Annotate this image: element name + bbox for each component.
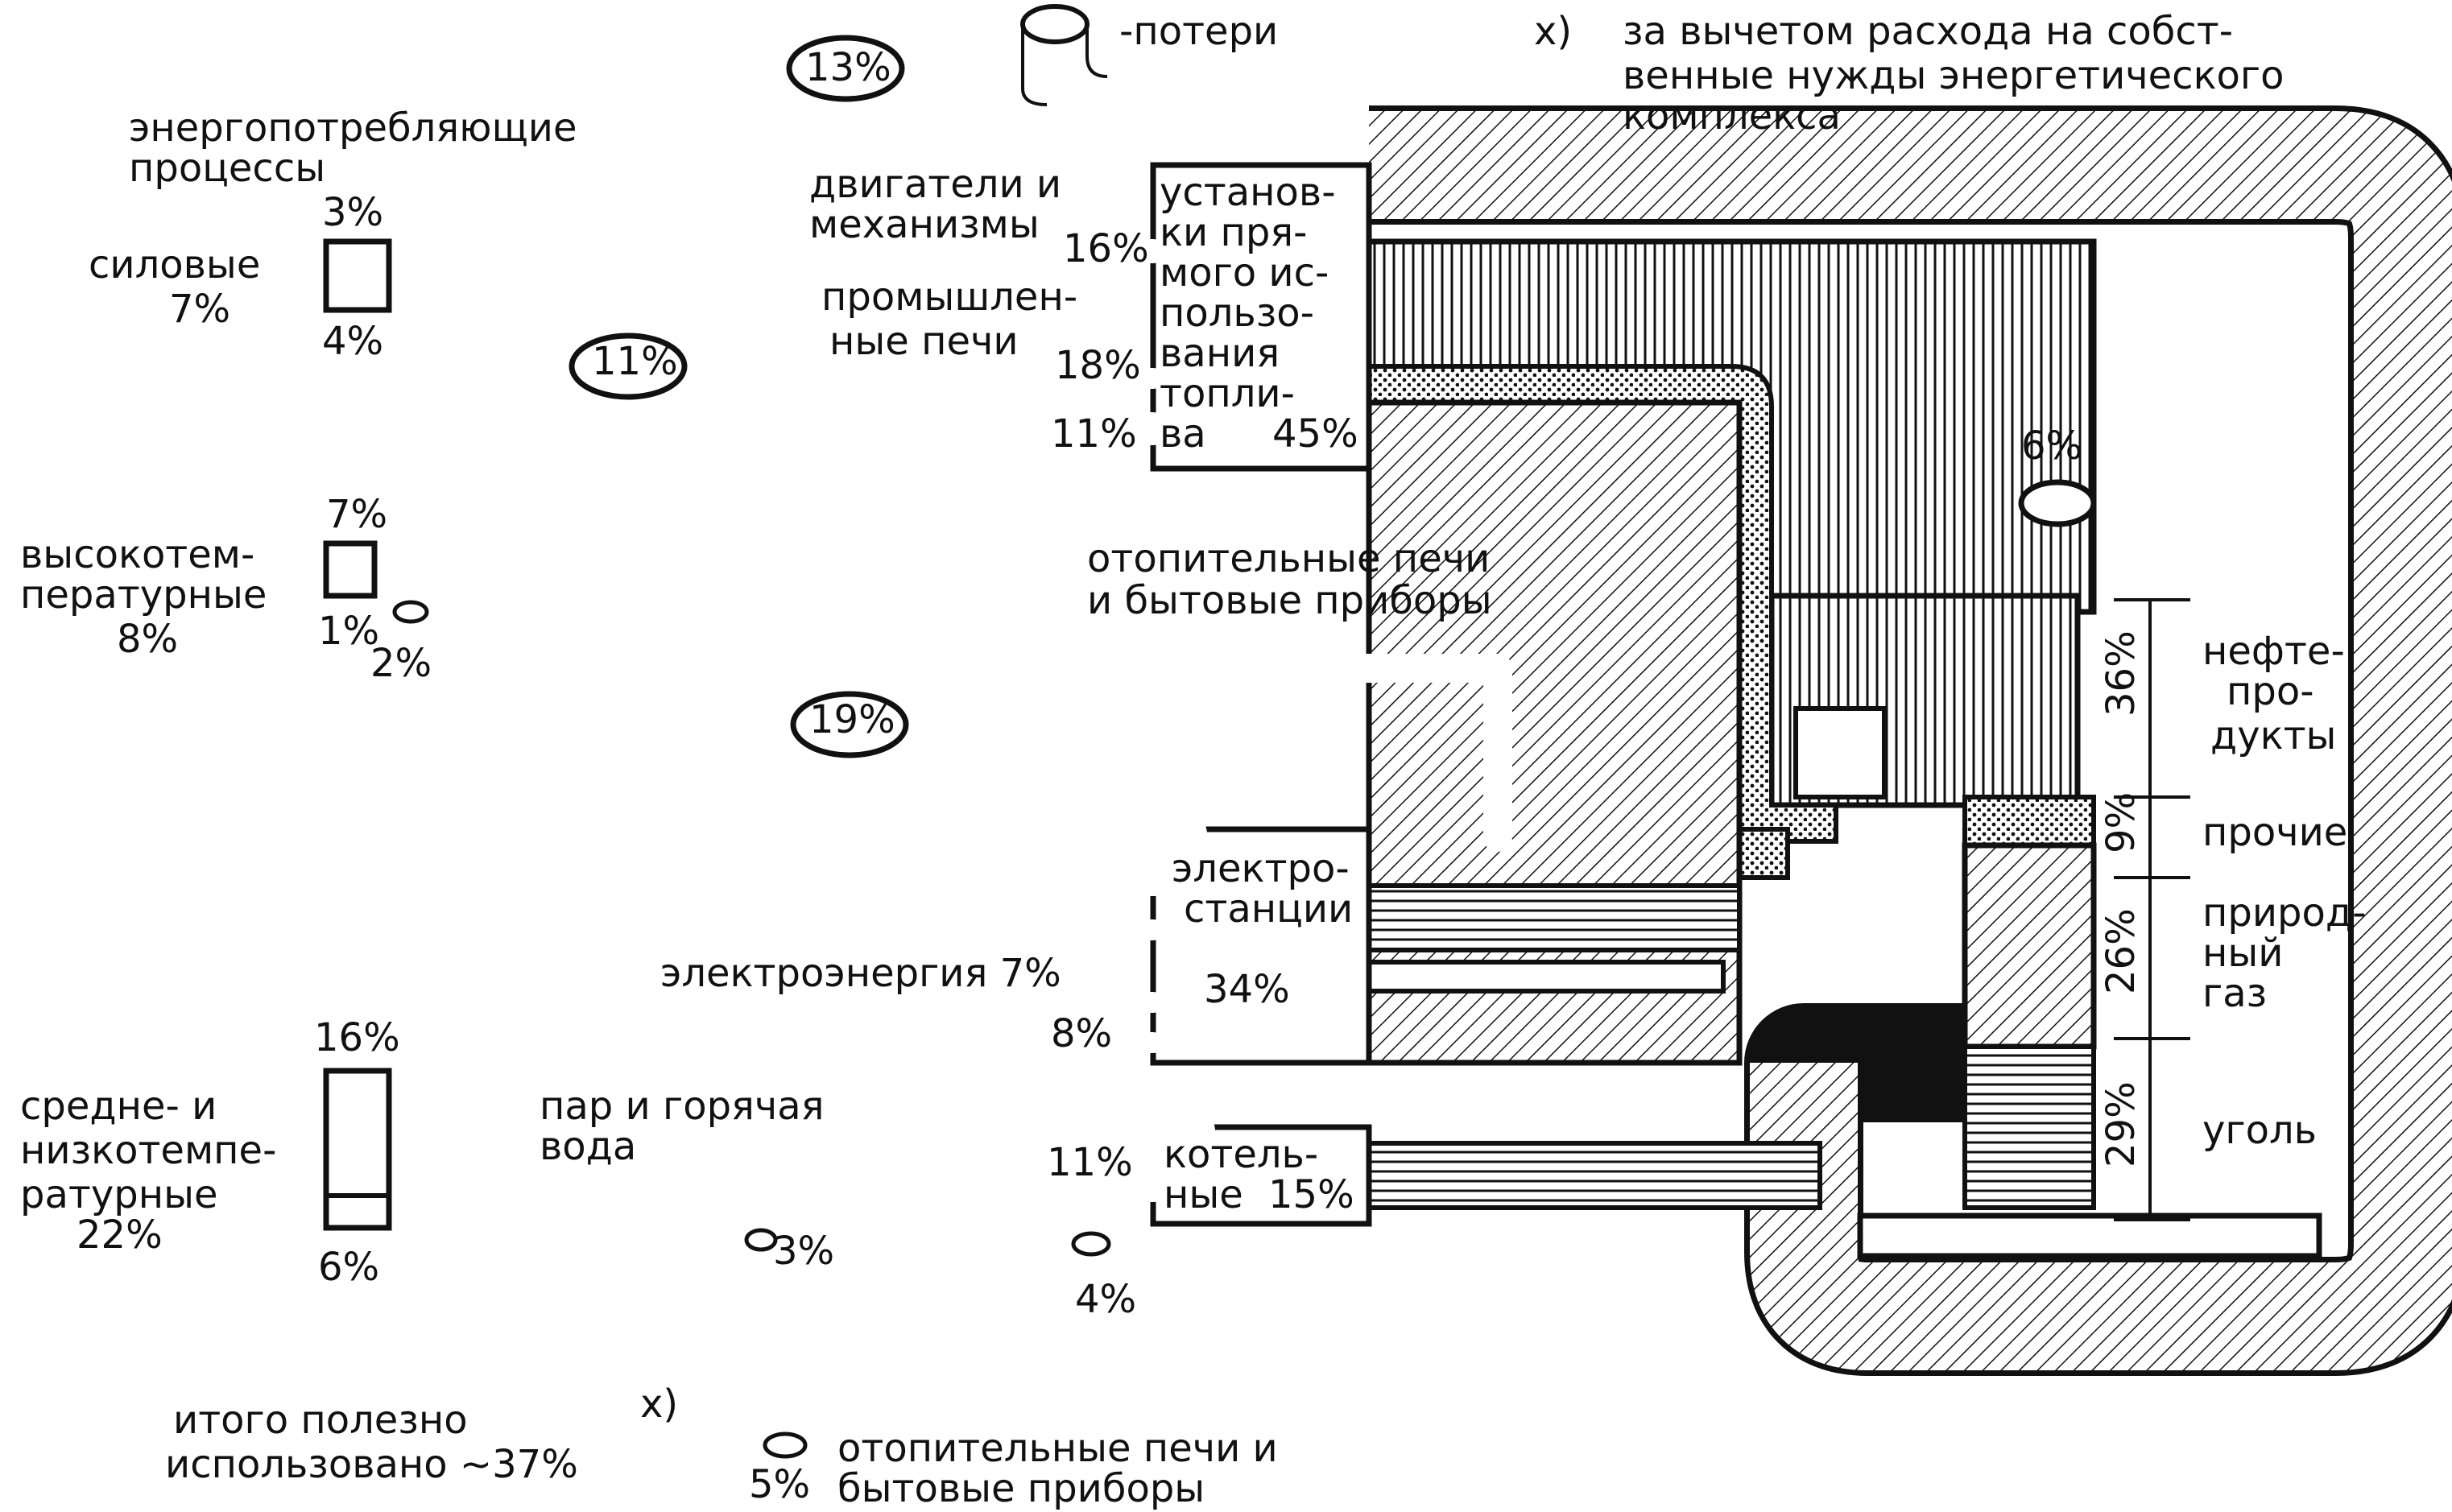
power-process-line-2: 7% (169, 287, 230, 332)
direct-fuel-line-2: ки пря- (1160, 210, 1308, 255)
power-process-line-1: силовые (89, 242, 260, 287)
flow-pipes (263, 18, 1685, 1444)
electricity-label: электроэнергия 7% (660, 951, 1061, 996)
loss-cylinder-electricity (790, 691, 909, 758)
loss-cylinders (392, 4, 2097, 1459)
loss-cylinder-boilers (1071, 1231, 1111, 1257)
legend-note-marker: x) (1534, 9, 1572, 54)
source-bands (1366, 105, 2452, 1376)
heating-upper-line-1: отопительные печи (1087, 536, 1490, 581)
power-bottom-pct: 4% (322, 319, 383, 364)
furnaces-line-1: промышлен- (821, 275, 1077, 320)
oil-line-1: нефте- (2202, 629, 2345, 674)
direct-fuel-pct: 45% (1272, 411, 1358, 456)
loss-cylinder-hightemp (392, 600, 429, 624)
heating-lower-line-2: бытовые приборы (837, 1466, 1205, 1511)
oil-share: 36% (2098, 630, 2144, 717)
midlow-bottom-pct: 6% (318, 1245, 379, 1290)
midlow-top-pct: 16% (314, 1015, 400, 1060)
other-line-1: прочие (2202, 810, 2347, 855)
hightemp-line-3: 8% (117, 617, 178, 662)
hightemp-top-pct: 7% (326, 492, 387, 537)
coal-band (1367, 883, 1742, 952)
hightemp-loss-pct: 2% (370, 641, 432, 686)
furnaces-loss-pct: 11% (592, 339, 678, 384)
furnaces-line-2: ные печи (829, 319, 1019, 364)
source-share-bracket (2114, 598, 2190, 1221)
gas-line-2: ный (2202, 931, 2283, 976)
steam-pct: 8% (1051, 1011, 1112, 1056)
direct-fuel-line-5: вания (1160, 331, 1280, 376)
midlow-line-2: низкотемпе- (20, 1128, 276, 1173)
heating-lower-line-1: отопительные печи и (837, 1426, 1278, 1471)
useful-note: x) (640, 1382, 678, 1427)
useful-line-2: использовано ~37% (165, 1442, 578, 1487)
loss-cylinder-steam (744, 1228, 778, 1252)
boilers-line-2: ные (1164, 1172, 1243, 1217)
heating-upper-pct: 11% (1051, 411, 1137, 456)
boiler-loss-pct: 4% (1075, 1277, 1136, 1322)
boiler-out-pct: 11% (1047, 1140, 1133, 1185)
midlow-line-4: 22% (76, 1212, 163, 1258)
hightemp-bottom-pct: 1% (318, 609, 379, 654)
gas-line-1: природ- (2202, 890, 2366, 936)
loss-cylinder-sources (2018, 479, 2097, 527)
coal-line-1: уголь (2202, 1108, 2317, 1153)
coal-share: 29% (2098, 1081, 2144, 1167)
steam-loss-pct: 3% (773, 1229, 834, 1274)
legend-note-line-2: венные нужды энергетического (1623, 53, 2285, 98)
direct-fuel-line-6: топли- (1160, 371, 1295, 416)
useful-line-1: итого полезно (173, 1398, 468, 1443)
engines-pct: 16% (1063, 226, 1149, 271)
hightemp-line-2: пературные (20, 572, 267, 618)
direct-fuel-line-3: мого ис- (1160, 250, 1329, 295)
heating-upper-line-2: и бытовые приборы (1087, 578, 1492, 623)
legend-cylinder-icon (1020, 4, 1090, 44)
direct-fuel-line-4: пользо- (1160, 291, 1314, 336)
hightemp-line-1: высокотем- (20, 532, 254, 577)
processes-header-line-2: процессы (129, 146, 325, 191)
processes-header-line-1: энергопотребляющие (129, 105, 577, 151)
steam-line-2: вода (540, 1124, 636, 1169)
legend-note-line-3: комплекса (1623, 93, 1841, 138)
loss-cylinder-engines (786, 35, 905, 102)
gas-line-3: газ (2202, 971, 2267, 1016)
direct-fuel-line-1: установ- (1160, 170, 1336, 215)
steam-line-1: пар и горячая (540, 1084, 825, 1129)
midlow-process-box (323, 1068, 392, 1231)
power-top-pct: 3% (322, 190, 383, 235)
furnaces-pct: 18% (1055, 343, 1141, 388)
midlow-line-1: средне- и (20, 1084, 217, 1129)
direct-fuel-plant-box (1150, 162, 1372, 472)
sources-loss-pct: 6% (2021, 423, 2082, 469)
hightemp-process-box (323, 540, 378, 599)
boilers-pct: 15% (1268, 1172, 1354, 1217)
engines-line-1: двигатели и (809, 162, 1061, 207)
midlow-line-3: ратурные (20, 1172, 218, 1217)
gas-share: 26% (2098, 908, 2144, 994)
direct-fuel-line-7: ва (1160, 411, 1206, 456)
engines-line-2: механизмы (809, 202, 1040, 247)
power-plants-line-2: станции (1184, 886, 1353, 932)
loss-cylinder-heating (763, 1431, 808, 1459)
electricity-loss-pct: 19% (809, 697, 895, 742)
power-plants-line-1: электро- (1172, 846, 1350, 891)
oil-line-2: про- (2227, 669, 2314, 714)
legend-loss-label: -потери (1119, 9, 1278, 54)
gas-band (1366, 399, 1743, 1066)
loss-cylinder-furnaces (569, 333, 688, 400)
boilers-line-1: котель- (1164, 1132, 1318, 1177)
legend-note-line-1: за вычетом расхода на собст- (1623, 9, 2233, 54)
engines-loss-pct: 13% (805, 45, 891, 90)
power-process-box (323, 238, 392, 313)
heating-loss-pct: 5% (749, 1462, 810, 1507)
oil-line-3: дукты (2210, 713, 2336, 758)
other-share: 9% (2098, 792, 2144, 853)
power-plants-pct: 34% (1204, 967, 1290, 1012)
